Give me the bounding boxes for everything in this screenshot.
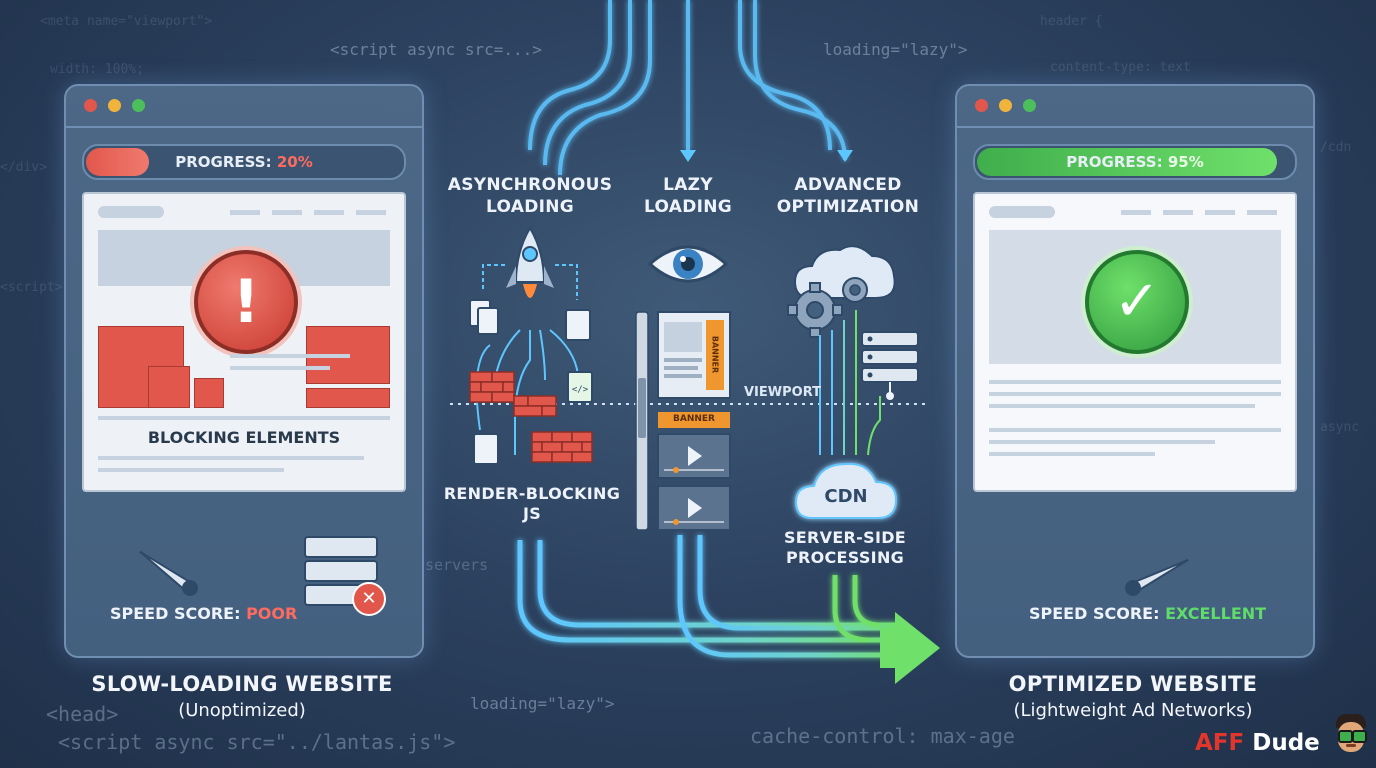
code-loading-lazy-bottom: loading="lazy"> xyxy=(470,694,615,713)
close-dot xyxy=(84,99,97,112)
lazy-loading-title: LAZY LOADING xyxy=(643,175,733,217)
caption-subtitle: (Lightweight Ad Networks) xyxy=(1013,700,1253,721)
bg-code-line: content-type: text xyxy=(1050,60,1191,75)
speed-score: SPEED SCORE: EXCELLENT xyxy=(1029,604,1266,623)
gauge-needle-left xyxy=(139,550,198,596)
viewport-label: VIEWPORT xyxy=(744,385,821,400)
logo-part-aff: AFF xyxy=(1195,730,1245,756)
code-file-icon: </> xyxy=(567,371,593,403)
progress-label: PROGRESS: xyxy=(175,153,272,171)
slow-website-caption: SLOW-LOADING WEBSITE (Unoptimized) xyxy=(64,672,420,721)
cdn-label: CDN xyxy=(824,486,868,507)
progress-value: 95% xyxy=(1167,153,1204,171)
async-loading-title: ASYNCHRONOUS LOADING xyxy=(447,175,613,217)
final-arrow-head xyxy=(880,612,940,684)
maximize-dot xyxy=(1023,99,1036,112)
progress-text: PROGRESS: 95% xyxy=(975,153,1295,171)
blocking-block xyxy=(306,388,390,408)
progress-label: PROGRESS: xyxy=(1066,153,1163,171)
blocking-block xyxy=(148,366,190,408)
maximize-dot xyxy=(132,99,145,112)
blocking-block xyxy=(194,378,224,408)
code-script-async-top: <script async src=...> xyxy=(330,40,542,59)
speed-score: SPEED SCORE: POOR xyxy=(110,604,297,623)
code-head-tag: <head> xyxy=(46,702,119,726)
server-error-icon: ✕ xyxy=(304,536,386,616)
speed-score-label: SPEED SCORE: xyxy=(110,604,241,623)
page-mockup: ! BLOCKING ELEMENTS xyxy=(82,192,406,492)
bg-code-line: width: 100%; xyxy=(50,62,144,77)
close-dot xyxy=(975,99,988,112)
bg-code-line: header { xyxy=(1040,14,1103,29)
rocket-icon xyxy=(506,226,554,298)
speed-score-value: EXCELLENT xyxy=(1165,604,1267,623)
slow-website-window: PROGRESS: 20% ! BLOCKING ELEMENTS ✕ SPEE… xyxy=(64,84,424,658)
window-titlebar xyxy=(66,86,422,128)
gauge-hub xyxy=(182,580,198,596)
code-cache-control: cache-control: max-age xyxy=(750,724,1015,748)
page-mockup: ✓ xyxy=(973,192,1297,492)
progress-fill xyxy=(86,148,149,176)
code-servers: servers xyxy=(425,556,489,574)
code-script-tag: <script async src="../lantas.js"> xyxy=(58,730,456,754)
caption-title: SLOW-LOADING WEBSITE xyxy=(91,672,393,696)
speed-score-value: POOR xyxy=(246,604,298,623)
mascot-icon xyxy=(1332,714,1370,760)
adv-down-arrows xyxy=(819,310,881,456)
gauge-hub xyxy=(1125,580,1141,596)
bg-code-line: <meta name="viewport"> xyxy=(40,14,213,29)
bg-code-line: <script> xyxy=(0,280,63,295)
progress-text: PROGRESS: 20% xyxy=(84,153,404,171)
banner-side-label: BANNER xyxy=(710,335,720,374)
logo-part-dude: Dude xyxy=(1252,730,1320,756)
caption-title: OPTIMIZED WEBSITE xyxy=(1008,672,1258,696)
optimized-website-window: PROGRESS: 95% ✓ SPEED SCORE: EXCELLENT xyxy=(955,84,1315,658)
document-icon xyxy=(469,299,591,465)
gauge-needle-right xyxy=(1125,558,1189,596)
window-titlebar xyxy=(957,86,1313,128)
progress-value: 20% xyxy=(276,153,313,171)
progress-bar: PROGRESS: 20% xyxy=(82,144,406,180)
render-blocking-label: RENDER-BLOCKING JS xyxy=(443,484,621,523)
progress-fill xyxy=(977,148,1277,176)
gear-icon xyxy=(842,277,868,303)
top-pipes xyxy=(528,0,847,176)
gear-icon xyxy=(787,282,843,338)
code-loading-lazy-top: loading="lazy"> xyxy=(823,40,968,59)
banner-label: BANNER xyxy=(673,414,715,424)
optimized-website-caption: OPTIMIZED WEBSITE (Lightweight Ad Networ… xyxy=(955,672,1311,721)
bg-code-line: /cdn xyxy=(1320,140,1352,155)
progress-bar: PROGRESS: 95% xyxy=(973,144,1297,180)
bg-code-line: async xyxy=(1320,420,1360,435)
caption-subtitle: (Unoptimized) xyxy=(178,700,306,721)
server-rack-icon xyxy=(861,331,919,383)
eye-icon xyxy=(647,245,729,283)
blocking-elements-label: BLOCKING ELEMENTS xyxy=(147,428,341,447)
minimize-dot xyxy=(999,99,1012,112)
aff-dude-logo: AFF Dude xyxy=(1195,730,1320,756)
bg-code-line: </div> xyxy=(0,160,47,175)
arrow-heads-top xyxy=(680,150,853,162)
cdn-cloud-icon xyxy=(794,462,898,519)
async-dashed-arrows xyxy=(482,264,578,300)
lazy-page-mock xyxy=(635,311,731,531)
async-solid-arrows xyxy=(475,329,579,455)
check-icon: ✓ xyxy=(1085,250,1189,354)
speed-score-label: SPEED SCORE: xyxy=(1029,604,1160,623)
warning-icon: ! xyxy=(194,250,298,354)
minimize-dot xyxy=(108,99,121,112)
svg-text:</>: </> xyxy=(572,385,589,395)
brick-wall-icon xyxy=(531,431,593,463)
bottom-pipes xyxy=(517,535,900,658)
server-side-label: SERVER-SIDE PROCESSING xyxy=(783,528,907,567)
advanced-optimization-title: ADVANCED OPTIMIZATION xyxy=(776,175,920,217)
brick-wall-icon xyxy=(469,371,557,417)
